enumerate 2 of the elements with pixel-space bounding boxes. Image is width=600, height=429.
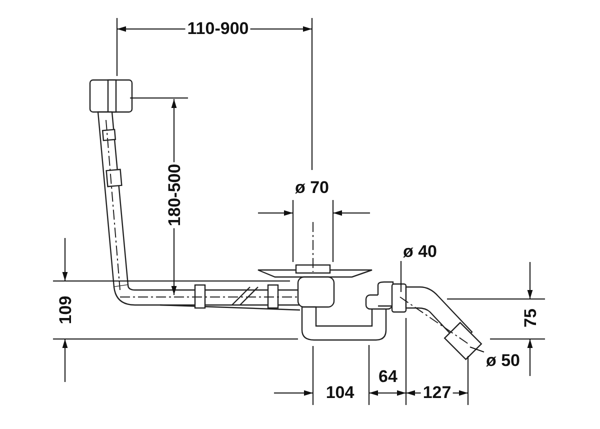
leader-line xyxy=(400,260,402,292)
leader-line xyxy=(470,346,484,352)
